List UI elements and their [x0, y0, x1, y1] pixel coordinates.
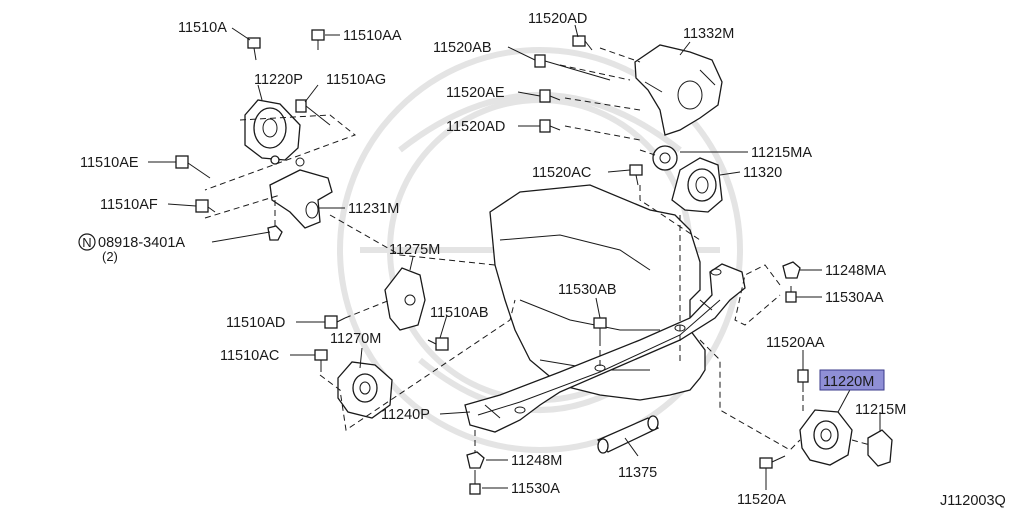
part-labels: 11510A 11510AA 11220P 11510AG 11510AE 11…	[80, 11, 1006, 509]
label-11520AC: 11520AC	[532, 165, 591, 181]
label-11248MA: 11248MA	[825, 263, 886, 279]
highlight-11220M	[819, 369, 885, 391]
bolt-11510AD	[324, 315, 346, 329]
label-08918-qty: (2)	[102, 249, 118, 264]
bolt-11530AA	[785, 286, 797, 303]
nut-11248MA	[782, 261, 801, 279]
label-11520AD-top: 11520AD	[528, 11, 587, 27]
crossmember-11240P	[464, 263, 746, 433]
label-11215M: 11215M	[855, 402, 906, 418]
torque-rod-11375	[596, 415, 660, 454]
label-11520AE: 11520AE	[446, 85, 505, 101]
label-11332M: 11332M	[683, 26, 734, 42]
bolt-11510AG	[295, 99, 331, 126]
label-11275M: 11275M	[389, 242, 440, 258]
label-11520AD-lower: 11520AD	[446, 119, 505, 135]
label-11510AG: 11510AG	[326, 72, 386, 88]
bolt-11520AA	[797, 369, 809, 392]
bolt-11510AE	[175, 155, 211, 179]
label-11510AD: 11510AD	[226, 315, 285, 331]
bolt-11510AF	[195, 199, 216, 213]
label-11530AA: 11530AA	[825, 290, 884, 306]
label-11215MA: 11215MA	[751, 145, 812, 161]
bracket-11215M	[867, 429, 893, 467]
label-11510A: 11510A	[178, 20, 227, 36]
bolt-11510AC	[314, 349, 328, 372]
label-11520AA: 11520AA	[766, 335, 825, 351]
label-11240P: 11240P	[381, 407, 430, 423]
label-11231M: 11231M	[348, 201, 399, 217]
label-11530AB: 11530AB	[558, 282, 617, 298]
label-08918-3401A: 08918-3401A	[98, 235, 185, 251]
n-mark-label: N	[82, 235, 91, 250]
assembly-guide-lines	[204, 47, 871, 484]
mount-11220M	[799, 409, 853, 466]
label-11530A: 11530A	[511, 481, 560, 497]
label-11510AF: 11510AF	[100, 197, 158, 213]
bracket-11332M	[634, 44, 723, 136]
label-11510AE: 11510AE	[80, 155, 139, 171]
label-11510AB: 11510AB	[430, 305, 489, 321]
washer-11215MA	[652, 145, 678, 171]
bolt-11510AA	[311, 29, 325, 50]
label-11510AC: 11510AC	[220, 348, 279, 364]
bolt-11510A	[247, 37, 261, 61]
nut-08918	[267, 225, 283, 241]
diagram-code: J112003Q	[940, 493, 1006, 509]
label-11510AA: 11510AA	[343, 28, 402, 44]
label-11248M: 11248M	[511, 453, 562, 469]
bracket-11275M	[384, 267, 426, 331]
mount-11320	[671, 157, 723, 213]
label-11520AB: 11520AB	[433, 40, 492, 56]
nut-11248M	[466, 451, 485, 469]
label-11270M: 11270M	[330, 331, 381, 347]
bolt-11520AC	[629, 164, 643, 186]
n-mark-icon: N	[78, 233, 96, 251]
bolt-11510AB	[427, 337, 449, 351]
label-11220P: 11220P	[254, 72, 303, 88]
bracket-11231M	[269, 157, 333, 229]
mount-11220P	[244, 99, 301, 165]
label-11375: 11375	[618, 465, 657, 481]
label-11520A: 11520A	[737, 492, 786, 508]
label-11220M[interactable]: 11220M	[823, 374, 874, 390]
label-11320: 11320	[743, 165, 782, 181]
mount-11270M	[337, 361, 393, 419]
bolt-11520A	[759, 455, 786, 469]
